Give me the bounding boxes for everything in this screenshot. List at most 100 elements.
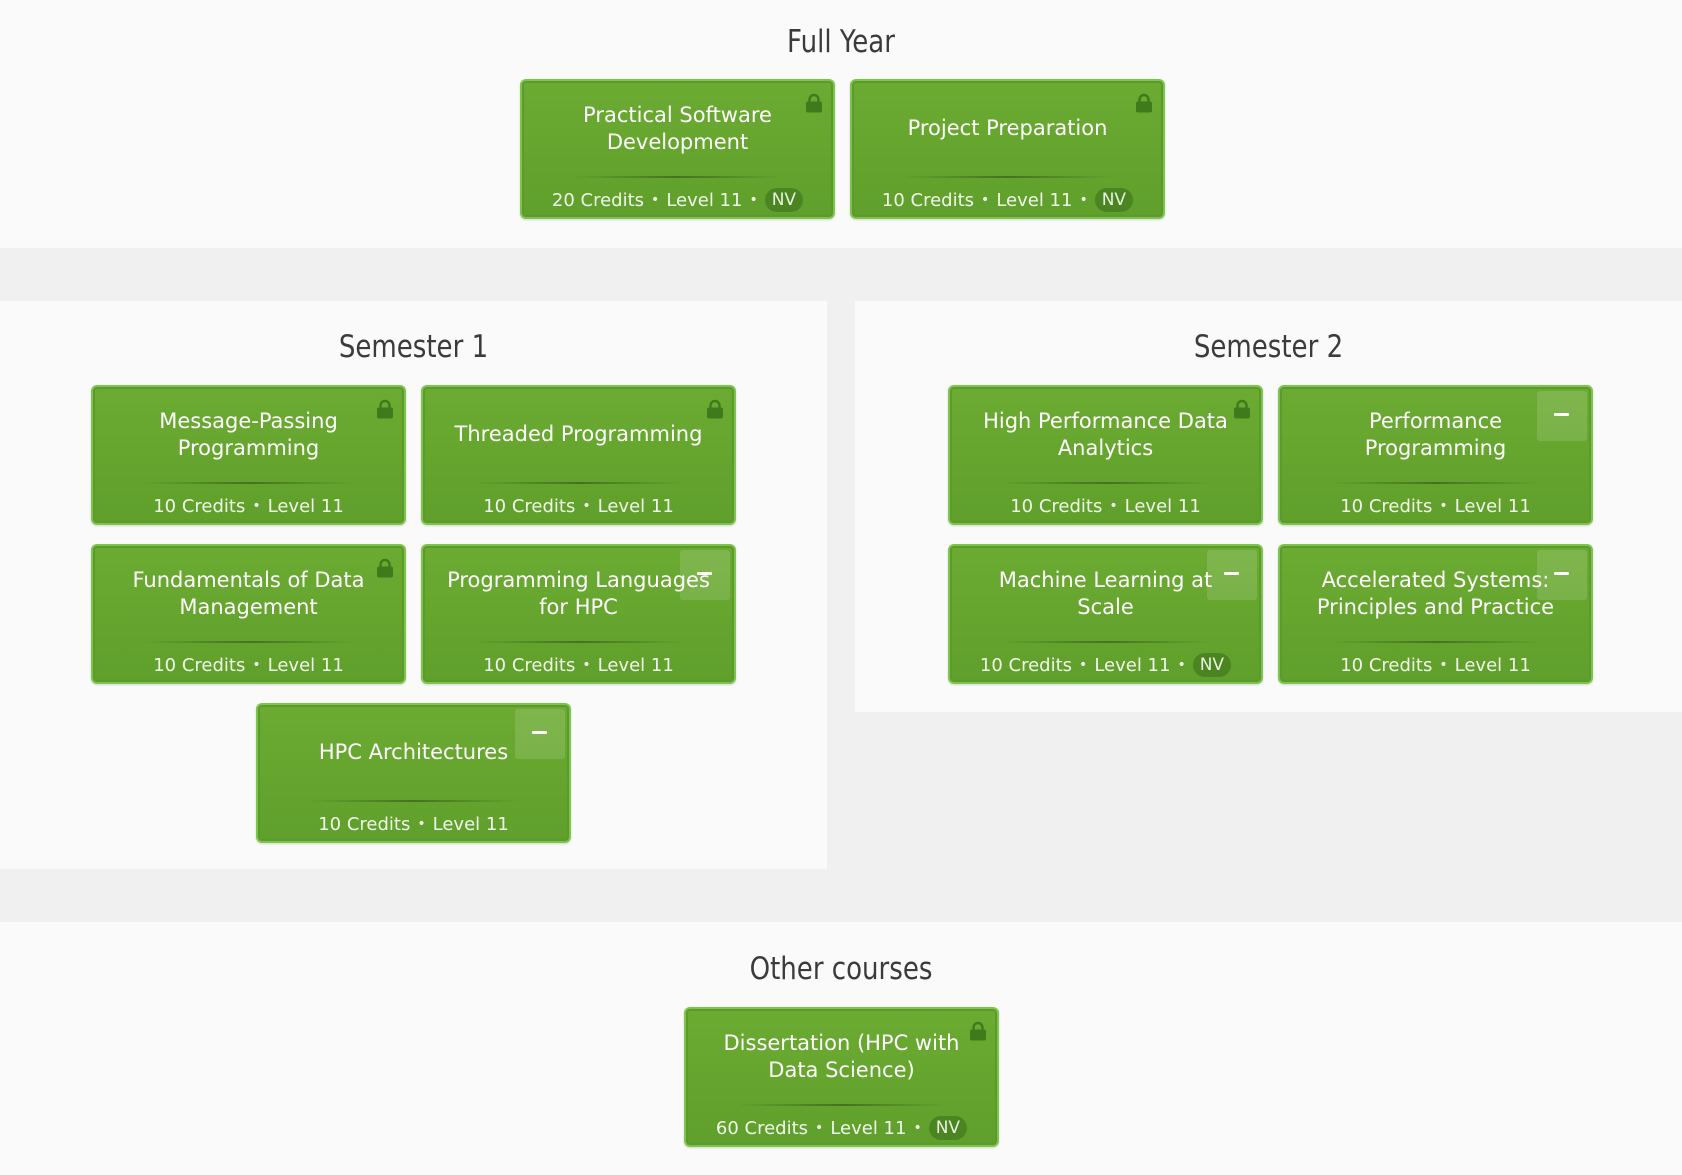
section-title-semester-1: Semester 1 [338, 329, 489, 365]
course-title: High Performance Data Analytics [983, 408, 1228, 460]
course-title: Message-Passing Programming [159, 408, 338, 460]
course-level: Level 11 [1124, 495, 1201, 517]
lock-icon [806, 93, 822, 113]
separator: • [749, 192, 758, 208]
separator: • [1079, 657, 1088, 673]
minus-icon [532, 731, 547, 734]
card-divider [1330, 641, 1541, 643]
course-level: Level 11 [267, 654, 344, 676]
course-card-practical-software-development[interactable]: Practical Software Development 20 Credit… [520, 79, 835, 219]
course-meta: 10 Credits • Level 11 • NV [950, 652, 1261, 678]
course-meta: 60 Credits • Level 11 • NV [686, 1115, 997, 1141]
separator: • [252, 657, 261, 673]
course-meta: 10 Credits • Level 11 [93, 493, 404, 519]
card-divider [473, 641, 684, 643]
minus-icon [1224, 572, 1239, 575]
course-level: Level 11 [830, 1117, 907, 1139]
course-credits: 10 Credits [318, 813, 411, 835]
course-title: Accelerated Systems: Principles and Prac… [1316, 567, 1555, 619]
card-divider [1000, 641, 1211, 643]
course-credits: 60 Credits [715, 1117, 809, 1139]
separator: • [582, 657, 591, 673]
course-meta: 20 Credits • Level 11 • NV [522, 187, 833, 213]
course-credits: 20 Credits [551, 189, 645, 211]
course-credits: 10 Credits [1010, 495, 1103, 517]
course-card-high-performance-data-analytics[interactable]: High Performance Data Analytics 10 Credi… [948, 385, 1263, 525]
course-credits: 10 Credits [483, 654, 576, 676]
separator: • [815, 1120, 824, 1136]
separator: • [913, 1120, 922, 1136]
separator: • [1079, 192, 1088, 208]
course-title: Practical Software Development [583, 102, 772, 154]
remove-course-button[interactable] [1207, 550, 1257, 600]
course-card-accelerated-systems[interactable]: Accelerated Systems: Principles and Prac… [1278, 544, 1593, 684]
separator: • [1439, 657, 1448, 673]
lock-icon [377, 399, 393, 419]
remove-course-button[interactable] [1537, 550, 1587, 600]
separator: • [1439, 498, 1448, 514]
course-level: Level 11 [267, 495, 344, 517]
course-title: Programming Languages for HPC [447, 567, 710, 619]
nv-badge: NV [1192, 653, 1232, 677]
nv-badge: NV [1094, 188, 1134, 212]
lock-icon [377, 558, 393, 578]
course-credits: 10 Credits [979, 654, 1073, 676]
course-title: Performance Programming [1364, 408, 1507, 460]
nv-badge: NV [764, 188, 804, 212]
course-meta: 10 Credits • Level 11 [1280, 652, 1591, 678]
course-credits: 10 Credits [153, 654, 246, 676]
course-card-performance-programming[interactable]: Performance Programming 10 Credits • Lev… [1278, 385, 1593, 525]
course-level: Level 11 [432, 813, 509, 835]
semester-2-panel: Semester 2 High Performance Data Analyti… [855, 301, 1682, 712]
course-meta: 10 Credits • Level 11 [423, 652, 734, 678]
course-level: Level 11 [666, 189, 743, 211]
course-meta: 10 Credits • Level 11 [950, 493, 1261, 519]
course-level: Level 11 [1454, 654, 1531, 676]
card-divider [473, 482, 684, 484]
section-title-full-year: Full Year [787, 24, 895, 60]
course-title: Fundamentals of Data Management [132, 567, 365, 619]
course-credits: 10 Credits [483, 495, 576, 517]
card-divider [1330, 482, 1541, 484]
remove-course-button[interactable] [680, 550, 730, 600]
separator: • [582, 498, 591, 514]
course-credits: 10 Credits [881, 189, 975, 211]
course-level: Level 11 [996, 189, 1073, 211]
course-card-message-passing-programming[interactable]: Message-Passing Programming 10 Credits •… [91, 385, 406, 525]
course-card-dissertation[interactable]: Dissertation (HPC with Data Science) 60 … [684, 1007, 999, 1147]
course-card-hpc-architectures[interactable]: HPC Architectures 10 Credits • Level 11 [256, 703, 571, 843]
course-level: Level 11 [597, 495, 674, 517]
card-divider [902, 176, 1113, 178]
lock-icon [1136, 93, 1152, 113]
course-title: Project Preparation [907, 116, 1108, 140]
course-credits: 10 Credits [1340, 495, 1433, 517]
lock-icon [1234, 399, 1250, 419]
remove-course-button[interactable] [1537, 391, 1587, 441]
separator: • [651, 192, 660, 208]
card-divider [308, 800, 519, 802]
section-title-semester-2: Semester 2 [1193, 329, 1344, 365]
course-title: Machine Learning at Scale [998, 567, 1213, 619]
course-card-fundamentals-of-data-management[interactable]: Fundamentals of Data Management 10 Credi… [91, 544, 406, 684]
course-card-machine-learning-at-scale[interactable]: Machine Learning at Scale 10 Credits • L… [948, 544, 1263, 684]
separator: • [981, 192, 990, 208]
course-meta: 10 Credits • Level 11 [1280, 493, 1591, 519]
course-card-programming-languages-for-hpc[interactable]: Programming Languages for HPC 10 Credits… [421, 544, 736, 684]
course-level: Level 11 [1454, 495, 1531, 517]
course-level: Level 11 [1094, 654, 1171, 676]
semester-1-panel: Semester 1 Message-Passing Programming 1… [0, 301, 827, 869]
course-card-threaded-programming[interactable]: Threaded Programming 10 Credits • Level … [421, 385, 736, 525]
course-meta: 10 Credits • Level 11 [423, 493, 734, 519]
course-title: Dissertation (HPC with Data Science) [723, 1030, 960, 1082]
course-card-project-preparation[interactable]: Project Preparation 10 Credits • Level 1… [850, 79, 1165, 219]
other-courses-panel: Other courses Dissertation (HPC with Dat… [0, 922, 1682, 1175]
card-divider [736, 1104, 947, 1106]
minus-icon [1554, 572, 1569, 575]
minus-icon [697, 572, 712, 575]
remove-course-button[interactable] [515, 709, 565, 759]
card-divider [143, 641, 354, 643]
lock-icon [970, 1021, 986, 1041]
separator: • [1177, 657, 1186, 673]
course-level: Level 11 [597, 654, 674, 676]
course-meta: 10 Credits • Level 11 • NV [852, 187, 1163, 213]
